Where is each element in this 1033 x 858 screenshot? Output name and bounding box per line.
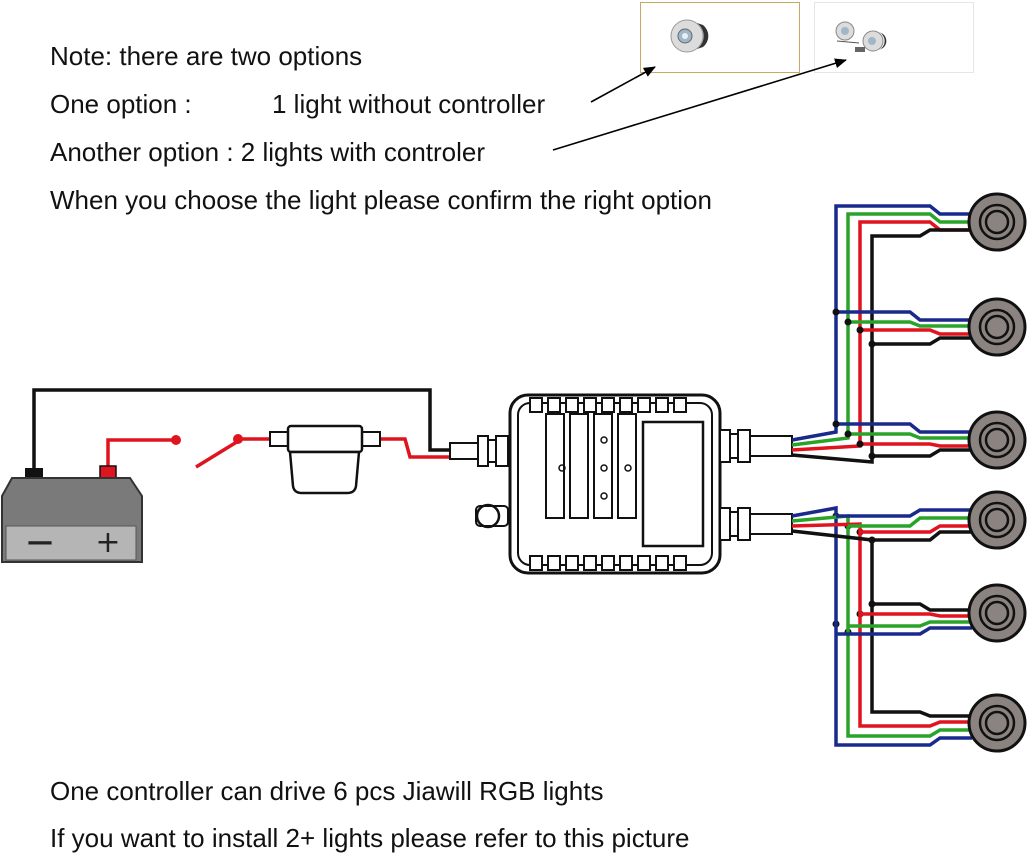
battery-minus-label: — (27, 527, 53, 557)
option-one-label: One option : (50, 89, 192, 119)
thumbnail-option-one[interactable] (640, 2, 800, 73)
rgb-light-5 (967, 583, 1027, 643)
footer-controller-capacity: One controller can drive 6 pcs Jiawill R… (50, 776, 604, 806)
rgb-light-2 (967, 297, 1027, 357)
arrow-to-option-two (552, 58, 847, 151)
option-two-text: Another option : 2 lights with controler (50, 137, 486, 167)
rgb-controller (449, 393, 793, 575)
switch-contact-left (171, 435, 181, 445)
option-one-value: 1 light without controller (272, 89, 546, 119)
battery: — + (1, 465, 143, 563)
lower-wire-harness (791, 505, 972, 747)
rgb-light-1 (967, 192, 1027, 252)
single-light-icon (670, 19, 709, 53)
rgb-light-6 (967, 693, 1027, 753)
battery-plus-label: + (95, 525, 120, 560)
confirm-option-text: When you choose the light please confirm… (50, 185, 712, 215)
switch-lever (195, 438, 241, 469)
rgb-light-3 (967, 410, 1027, 470)
footer-install-note: If you want to install 2+ lights please … (50, 823, 690, 853)
rgb-light-4 (967, 490, 1027, 550)
fuse-holder (269, 424, 381, 495)
battery-negative-wire (32, 388, 452, 476)
two-lights-with-controller-icon (835, 21, 887, 52)
battery-positive-wire (106, 438, 175, 476)
note-heading: Note: there are two options (50, 41, 363, 71)
upper-wire-harness (791, 204, 972, 464)
arrow-to-option-one (590, 66, 656, 103)
